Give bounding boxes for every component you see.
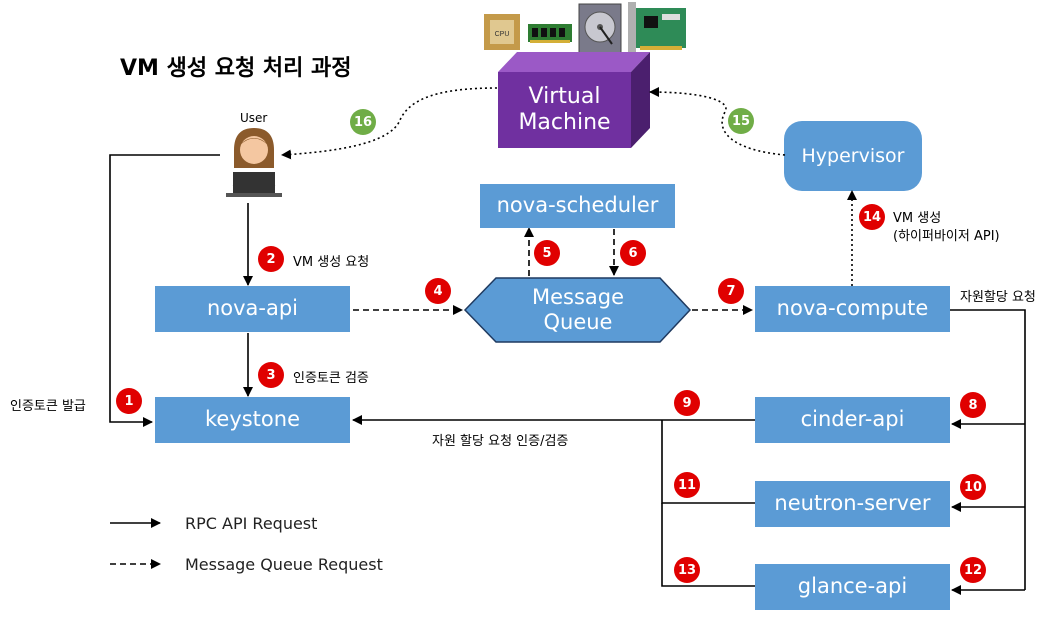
network-card-icon — [628, 2, 686, 54]
label-resource-alloc: 자원할당 요청 — [960, 290, 1036, 305]
label-token-verify: 인증토큰 검증 — [293, 371, 369, 386]
resource-bus-line — [950, 309, 1026, 590]
legend-mq-label: Message Queue Request — [185, 555, 383, 574]
step-badge-4: 4 — [425, 278, 451, 304]
label-vm-request: VM 생성 요청 — [293, 255, 370, 270]
step-badge-8: 8 — [960, 392, 986, 418]
legend-rpc-label: RPC API Request — [185, 514, 318, 533]
label-token-issue: 인증토큰 발급 — [10, 399, 86, 414]
step-badge-10: 10 — [960, 474, 986, 500]
vm-box-top — [498, 52, 650, 72]
step-badge-13: 13 — [674, 557, 700, 583]
user-label: User — [240, 111, 268, 125]
arrow-keystone-to-user — [109, 154, 220, 427]
cpu-icon-text: CPU — [495, 31, 510, 38]
nova-compute-box: nova-compute — [755, 286, 950, 332]
neutron-server-box: neutron-server — [755, 481, 950, 527]
label-vm-create: VM 생성 — [893, 211, 942, 226]
keystone-box: keystone — [155, 397, 350, 443]
mq-label-line2: Queue — [543, 310, 613, 334]
mq-label-line1: Message — [531, 284, 625, 309]
step-badge-7: 7 — [718, 278, 744, 304]
step-badge-6: 6 — [620, 240, 646, 266]
hypervisor-label: Hypervisor — [801, 144, 905, 167]
diagram-title: VM 생성 요청 처리 과정 — [120, 56, 352, 81]
user-avatar — [226, 128, 282, 197]
step-badge-9: 9 — [674, 390, 700, 416]
step-badge-3: 3 — [258, 362, 284, 388]
label-hypervisor-api: (하이퍼바이저 API) — [893, 229, 1000, 244]
step-badge-12: 12 — [960, 557, 986, 583]
step-badge-2: 2 — [258, 246, 284, 272]
cpu-icon: CPU — [484, 14, 520, 50]
ram-icon — [528, 24, 572, 43]
step-badge-5: 5 — [534, 240, 560, 266]
vm-box-front — [498, 72, 631, 148]
vm-label-line1: Virtual — [528, 83, 601, 109]
step-badge-11: 11 — [674, 472, 700, 498]
step-badge-16: 16 — [350, 109, 376, 135]
hard-disk-icon — [578, 3, 622, 55]
message-queue-hexagon — [463, 277, 692, 343]
vm-label-line2: Machine — [518, 110, 611, 135]
step-badge-14: 14 — [859, 204, 885, 230]
step-badge-15: 15 — [728, 108, 754, 134]
arrow-hypervisor-to-vm — [649, 87, 786, 156]
cinder-api-box: cinder-api — [755, 397, 950, 443]
hypervisor-box — [784, 121, 922, 191]
nova-scheduler-box: nova-scheduler — [480, 184, 675, 228]
step-badge-1: 1 — [116, 388, 142, 414]
label-resource-verify: 자원 할당 요청 인증/검증 — [432, 434, 569, 449]
arrow-vm-to-user — [281, 87, 498, 160]
nova-api-box: nova-api — [155, 286, 350, 332]
line-glance-to-keystone — [661, 503, 755, 587]
glance-api-box: glance-api — [755, 564, 950, 610]
vm-box-side — [631, 52, 650, 148]
